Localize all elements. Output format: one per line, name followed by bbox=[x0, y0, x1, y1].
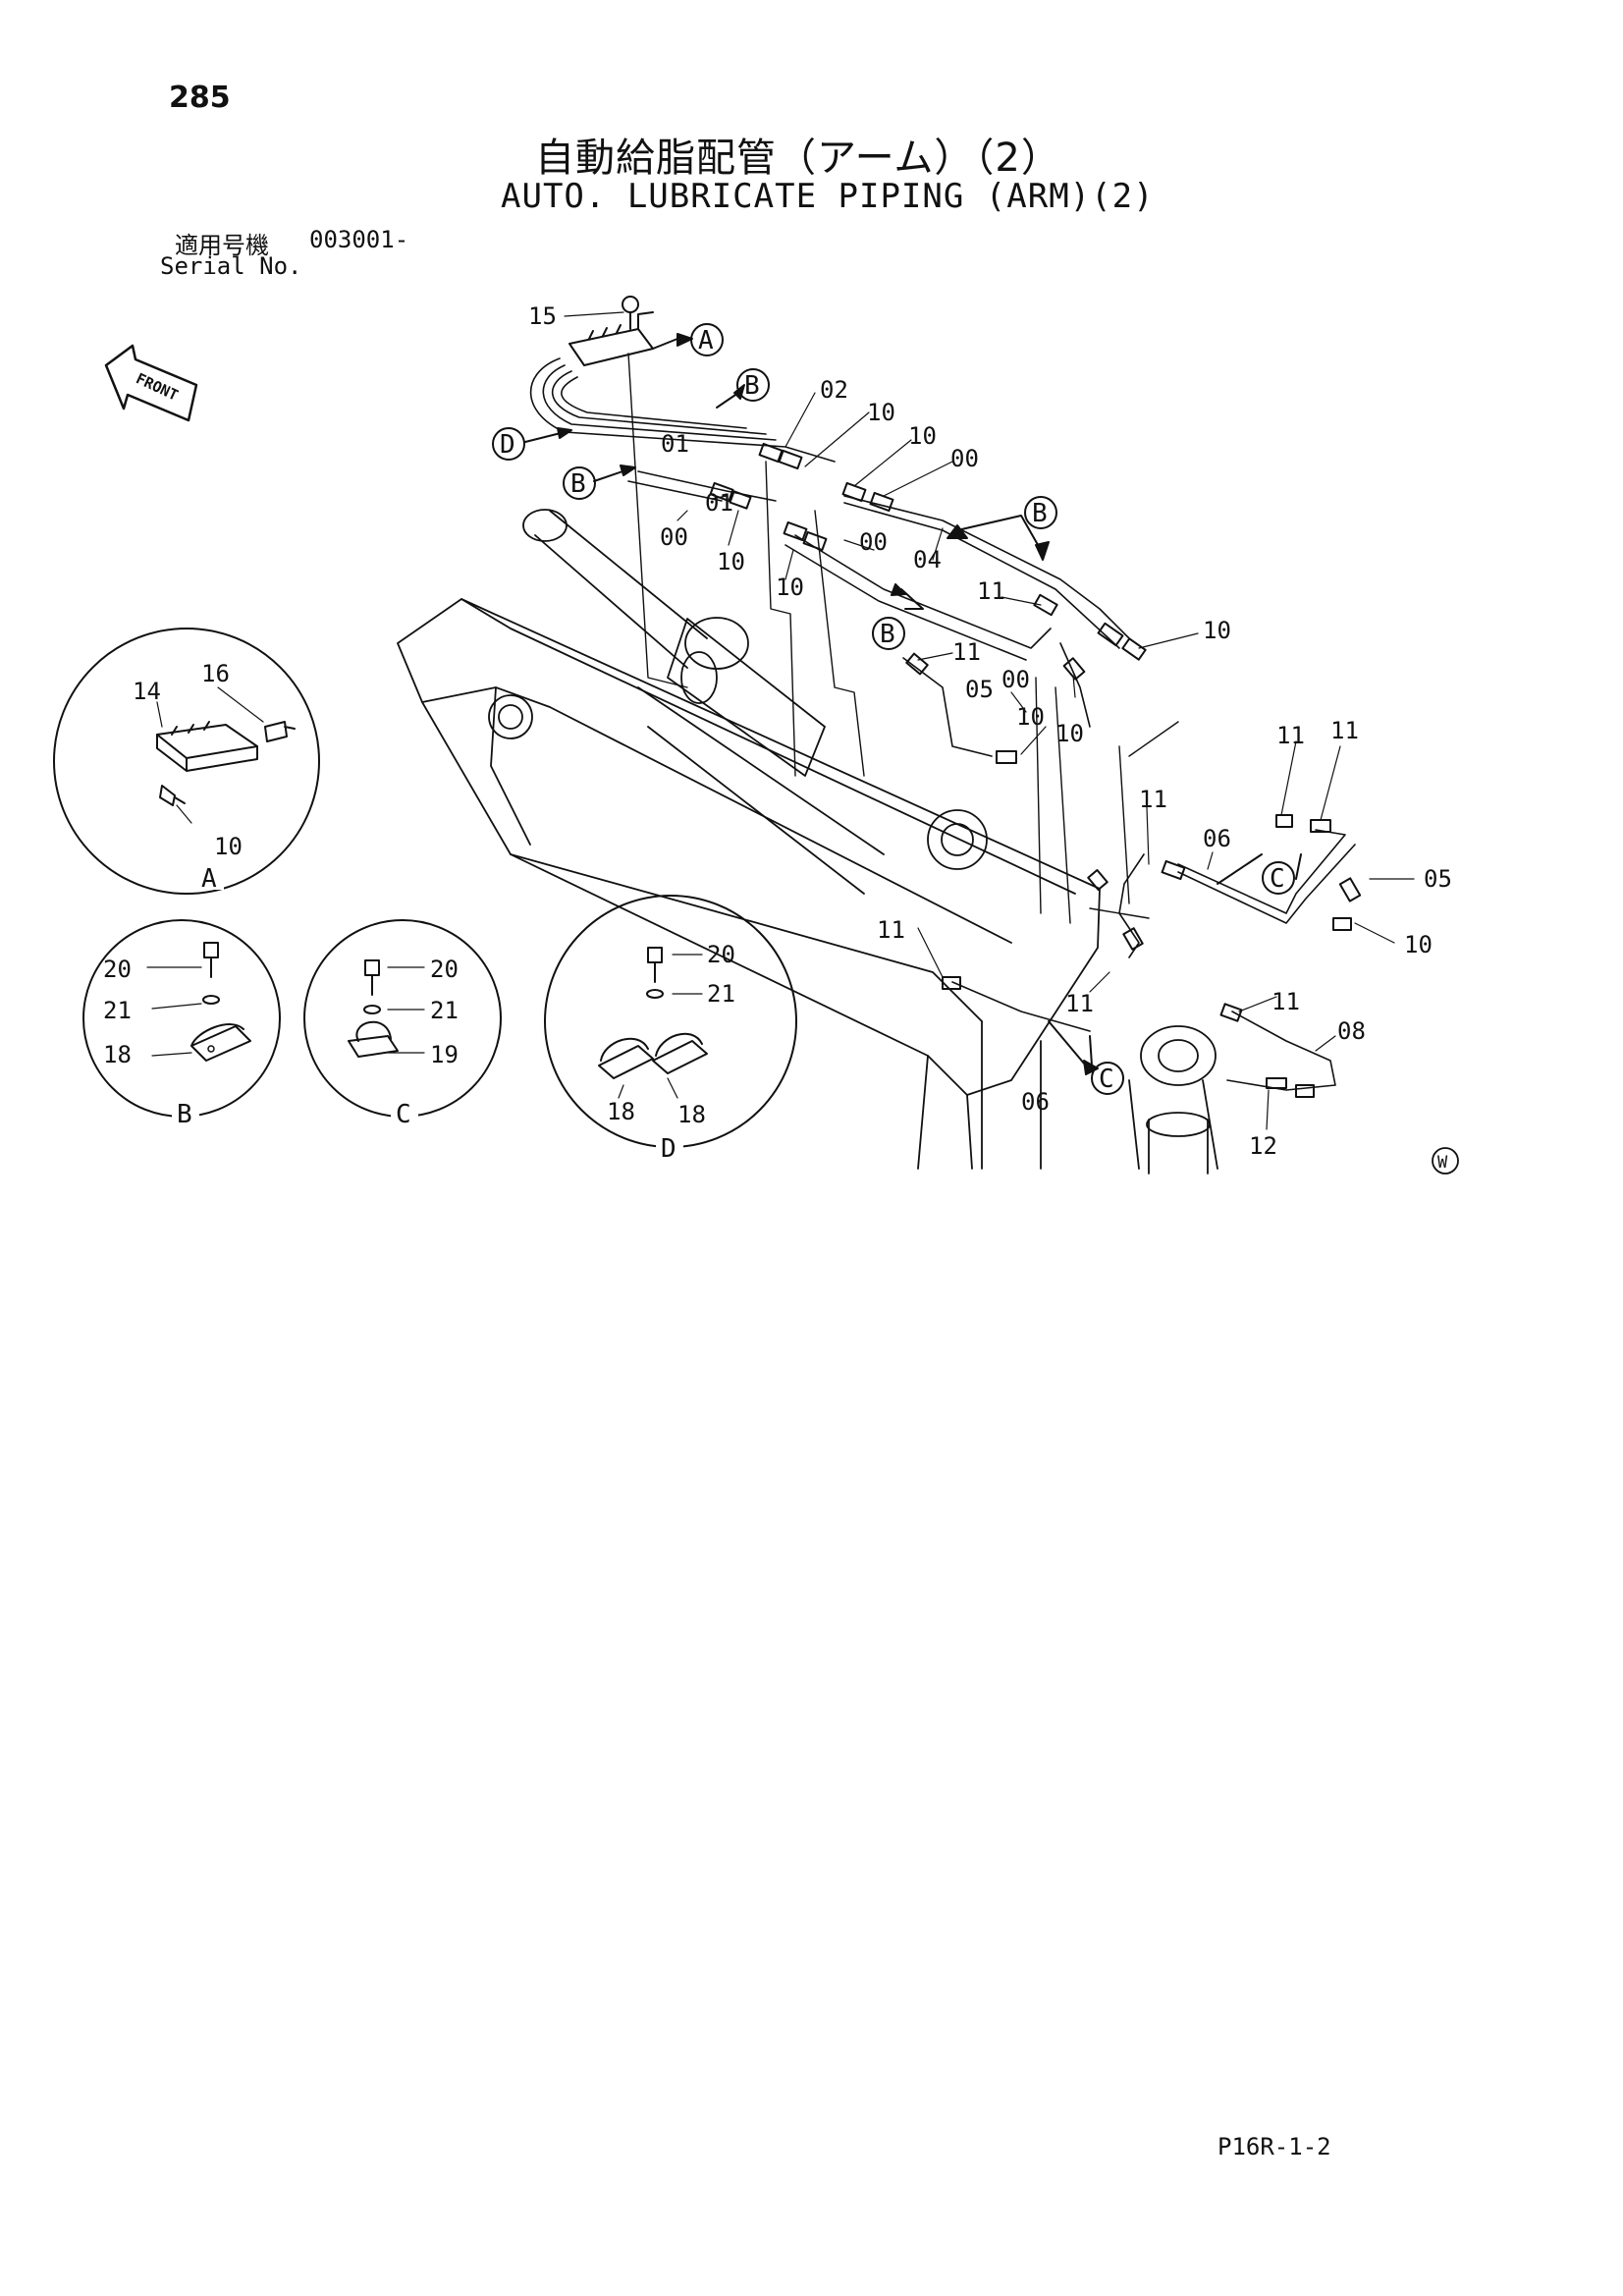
part-label-00-d: 00 bbox=[1001, 666, 1030, 693]
detail-b-label-21: 21 bbox=[103, 997, 132, 1024]
part-label-06-a: 06 bbox=[1203, 825, 1231, 852]
svg-text:A: A bbox=[698, 326, 714, 355]
callout-c-bottom: C bbox=[1048, 1020, 1124, 1095]
part-label-04: 04 bbox=[913, 546, 942, 574]
front-arrow-icon: FRONT bbox=[104, 344, 198, 422]
part-label-01-a: 01 bbox=[661, 430, 689, 458]
detail-d-label-20: 20 bbox=[707, 941, 735, 968]
part-label-11-h: 11 bbox=[1271, 988, 1300, 1015]
detail-c-label-20: 20 bbox=[430, 956, 459, 983]
arm-structure bbox=[397, 598, 1218, 1175]
part-label-11-c: 11 bbox=[1139, 786, 1167, 813]
serial-value: 003001- bbox=[309, 226, 409, 253]
detail-c-label-21: 21 bbox=[430, 997, 459, 1024]
part-label-10-a: 10 bbox=[867, 399, 895, 426]
part-label-10-d: 10 bbox=[776, 574, 804, 601]
detail-b-label-18: 18 bbox=[103, 1041, 132, 1068]
detail-a-label-14: 14 bbox=[133, 678, 161, 705]
svg-text:B: B bbox=[570, 469, 586, 499]
detail-d: 20 21 18 18 D bbox=[544, 895, 797, 1164]
detail-a-label-16: 16 bbox=[201, 660, 230, 687]
detail-b-label-20: 20 bbox=[103, 956, 132, 983]
detail-c: 20 21 19 C bbox=[303, 919, 502, 1129]
detail-c-label-19: 19 bbox=[430, 1041, 459, 1068]
part-label-11-e: 11 bbox=[1330, 717, 1359, 744]
svg-text:W: W bbox=[1437, 1153, 1448, 1173]
callout-d: D bbox=[492, 427, 572, 461]
footer-code: P16R-1-2 bbox=[1217, 2133, 1331, 2160]
detail-a-label-10: 10 bbox=[214, 833, 243, 860]
detail-a-letter: A bbox=[201, 864, 217, 894]
title-english: AUTO. LUBRICATE PIPING (ARM)(2) bbox=[501, 177, 1155, 216]
svg-text:C: C bbox=[1270, 864, 1285, 894]
part-label-11-g: 11 bbox=[1065, 990, 1094, 1017]
part-label-10-b: 10 bbox=[908, 422, 937, 450]
title-japanese: 自動給脂配管（アーム）（2） bbox=[535, 136, 1061, 181]
part-number-labels: 15 02 10 10 00 01 01 00 10 00 04 10 11 1… bbox=[528, 302, 1452, 1160]
hose-fittings bbox=[709, 442, 1362, 1098]
watermark-w-icon: W bbox=[1432, 1147, 1459, 1175]
part-label-02: 02 bbox=[820, 376, 848, 404]
callout-b-left: B bbox=[563, 465, 636, 500]
part-label-15: 15 bbox=[528, 302, 557, 330]
lubrication-hoses bbox=[529, 357, 1356, 1091]
part-label-11-d: 11 bbox=[1276, 722, 1305, 749]
part-label-05-b: 05 bbox=[1424, 865, 1452, 893]
part-label-10-h: 10 bbox=[1404, 931, 1433, 958]
callout-markers: A B D B B bbox=[492, 323, 1302, 1095]
page-number: 285 bbox=[169, 81, 231, 115]
leader-lines bbox=[627, 353, 1179, 924]
detail-d-label-18-b: 18 bbox=[677, 1101, 706, 1128]
part-label-05-a: 05 bbox=[965, 676, 994, 703]
part-label-10-e: 10 bbox=[1203, 617, 1231, 644]
part-leaders bbox=[564, 311, 1415, 1130]
part-label-00-b: 00 bbox=[660, 523, 688, 551]
detail-b-letter: B bbox=[177, 1100, 192, 1129]
detail-b: 20 21 18 B bbox=[82, 919, 281, 1129]
part-label-11-b: 11 bbox=[952, 638, 981, 666]
part-label-10-f: 10 bbox=[1016, 703, 1045, 731]
part-label-11-f: 11 bbox=[877, 916, 905, 944]
part-label-10-g: 10 bbox=[1055, 720, 1084, 747]
part-label-11-a: 11 bbox=[977, 577, 1005, 605]
distribution-block bbox=[568, 296, 654, 366]
callout-c-right: C bbox=[1217, 853, 1302, 895]
detail-c-letter: C bbox=[396, 1100, 411, 1129]
callout-b-mid: B bbox=[872, 583, 924, 650]
svg-text:D: D bbox=[500, 430, 515, 460]
detail-d-letter: D bbox=[661, 1134, 676, 1164]
part-label-00-c: 00 bbox=[859, 528, 888, 556]
detail-d-label-21: 21 bbox=[707, 980, 735, 1008]
svg-text:B: B bbox=[880, 620, 895, 649]
part-label-10-c: 10 bbox=[717, 548, 745, 575]
svg-text:B: B bbox=[744, 371, 760, 401]
detail-a: 14 16 10 A bbox=[53, 628, 320, 895]
svg-text:C: C bbox=[1099, 1065, 1114, 1094]
part-label-12: 12 bbox=[1249, 1132, 1277, 1160]
svg-text:B: B bbox=[1032, 499, 1048, 528]
callout-b-top: B bbox=[716, 368, 770, 409]
part-label-00-a: 00 bbox=[950, 445, 979, 472]
part-label-06-b: 06 bbox=[1021, 1088, 1050, 1116]
part-label-01-b: 01 bbox=[705, 489, 733, 517]
callout-a: A bbox=[652, 323, 724, 356]
arm-cylinder bbox=[522, 509, 885, 895]
serial-label-english: Serial No. bbox=[160, 252, 302, 280]
part-label-08: 08 bbox=[1337, 1017, 1366, 1045]
callout-b-right: B bbox=[947, 496, 1057, 561]
serial-label-japanese: 適用号機 bbox=[175, 232, 269, 259]
detail-d-label-18-a: 18 bbox=[607, 1098, 635, 1125]
